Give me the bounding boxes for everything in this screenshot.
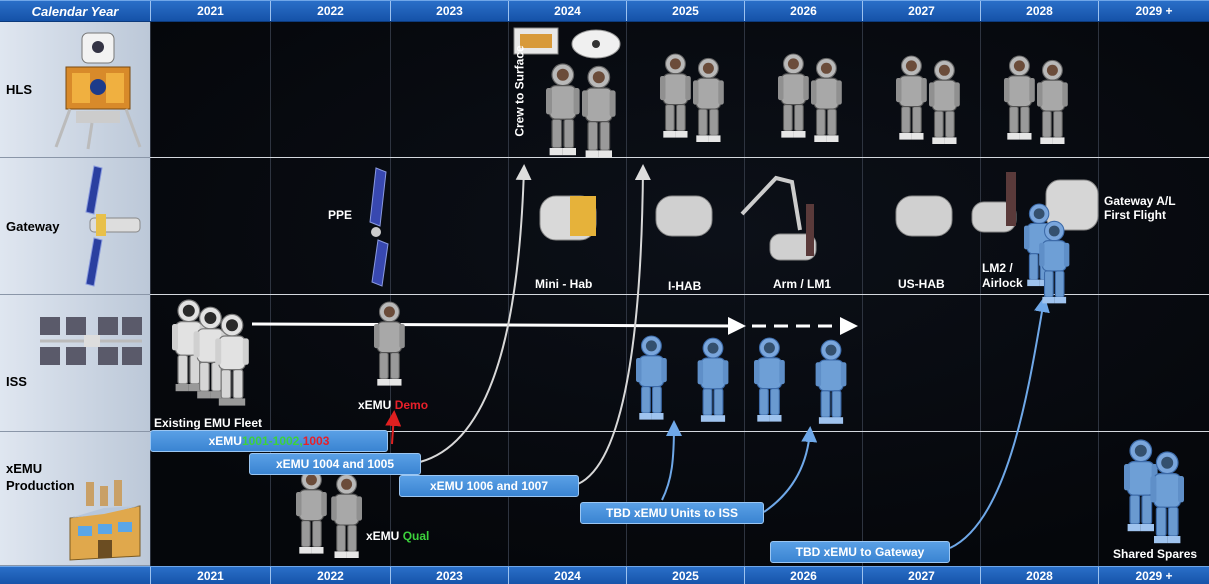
row-production: xEMU Production: [0, 432, 150, 566]
hls-small-lander-icon: [513, 27, 559, 55]
year-cell: 2026: [744, 1, 862, 21]
lm2-airlock-label: LM2 / Airlock: [982, 261, 1023, 290]
pill-xemu-1004-1005: xEMU 1004 and 1005: [249, 453, 421, 475]
year-cell: 2024: [508, 567, 626, 584]
xemu-qual-figures: [295, 469, 363, 559]
calendar-year-title: Calendar Year: [31, 3, 119, 19]
mini-hab-icon: [539, 195, 597, 241]
arm-lm1-icon: [740, 175, 817, 261]
year-cell: 2021: [150, 567, 270, 584]
ppe-icon: [369, 167, 389, 287]
astronaut-pair-2025: [659, 53, 725, 143]
year-cell: 2022: [270, 567, 390, 584]
year-cell: 2029 +: [1098, 567, 1209, 584]
astronaut-pair-2024: [545, 63, 617, 159]
year-cell: 2028: [980, 1, 1098, 21]
row-label-iss: ISS: [6, 374, 27, 389]
lander-icon: [54, 32, 142, 150]
arrow-tbd-to-iss-1: [661, 420, 682, 501]
row-divider: [150, 294, 1209, 295]
demo-red-arrow: [385, 410, 402, 445]
year-cell: 2023: [390, 1, 508, 21]
year-cell: 2025: [626, 567, 744, 584]
row-iss: ISS: [0, 295, 150, 432]
year-cell: 2026: [744, 567, 862, 584]
iss-icon: [40, 317, 142, 365]
row-hls: HLS: [0, 21, 150, 158]
crew-to-surface-label: Crew to Surface: [512, 45, 527, 137]
pill-xemu-1001-1003: xEMU 1001-1002, 1003: [150, 430, 388, 452]
ppe-label: PPE: [328, 208, 353, 222]
arrow-1006-to-hls: [577, 164, 651, 485]
factory-icon: [69, 480, 141, 561]
row-gateway: Gateway: [0, 158, 150, 295]
xemu-demo-label: xEMU Demo: [358, 398, 429, 412]
iss-blue-pair-2026: [753, 337, 847, 425]
astronaut-pair-gateway: [1023, 203, 1070, 304]
column-divider: [862, 20, 863, 566]
column-divider: [744, 20, 745, 566]
gateway-al-first-flight-label: Gateway A/L First Flight: [1104, 194, 1176, 222]
pill-tbd-gateway: TBD xEMU to Gateway: [770, 541, 950, 563]
year-cell: 2023: [390, 567, 508, 584]
existing-emu-fleet-label: Existing EMU Fleet: [154, 416, 263, 430]
lm2-airlock-icon: [971, 172, 1099, 233]
year-cell: 2028: [980, 567, 1098, 584]
year-cell: 2024: [508, 1, 626, 21]
year-header-top: Calendar Year 2021 2022 2023 2024 2025 2…: [0, 0, 1209, 22]
us-hab-label: US-HAB: [898, 277, 945, 291]
column-divider: [270, 20, 271, 566]
ihab-icon: [655, 195, 713, 237]
pill-tbd-units-iss: TBD xEMU Units to ISS: [580, 502, 764, 524]
year-cell: 2022: [270, 1, 390, 21]
year-cell: 2027: [862, 1, 980, 21]
pill-xemu-1006-1007: xEMU 1006 and 1007: [399, 475, 579, 497]
column-divider: [150, 20, 151, 566]
year-cell: 2029 +: [1098, 1, 1209, 21]
iss-blue-pair-2025: [635, 335, 729, 423]
astronaut-pair-2026: [777, 53, 843, 143]
column-divider: [508, 20, 509, 566]
column-divider: [1098, 20, 1099, 566]
gateway-station-icon: [85, 165, 141, 287]
astronaut-pair-2028: [1003, 55, 1069, 145]
us-hab-icon: [895, 195, 953, 237]
column-divider: [390, 20, 391, 566]
shared-spares-figures: [1123, 439, 1185, 544]
xemu-qual-label: xEMU Qual: [366, 529, 430, 543]
arrow-tbd-to-iss-2: [763, 426, 818, 513]
column-divider: [980, 20, 981, 566]
arrow-1004-to-hls: [419, 164, 532, 463]
arrow-tbd-to-gateway: [949, 296, 1050, 549]
iss-timeline-arrow: [251, 316, 746, 335]
year-cell: 2027: [862, 567, 980, 584]
column-divider: [626, 20, 627, 566]
row-label-production: xEMU Production: [6, 461, 75, 493]
row-divider: [150, 157, 1209, 158]
xemu-demo-figure: [373, 301, 406, 387]
arm-lm1-label: Arm / LM1: [773, 277, 832, 291]
year-header-bottom: 2021 2022 2023 2024 2025 2026 2027 2028 …: [0, 566, 1209, 584]
year-cell: 2021: [150, 1, 270, 21]
mini-hab-label: Mini - Hab: [535, 277, 593, 291]
ihab-label: I-HAB: [668, 279, 702, 293]
hls-capsule-icon: [571, 29, 621, 59]
year-cell: 2025: [626, 1, 744, 21]
shared-spares-label: Shared Spares: [1113, 547, 1198, 561]
astronaut-pair-2027: [895, 55, 961, 145]
existing-emu-fleet-figures: [171, 299, 250, 407]
row-label-hls: HLS: [6, 82, 32, 97]
row-label-gateway: Gateway: [6, 219, 60, 234]
